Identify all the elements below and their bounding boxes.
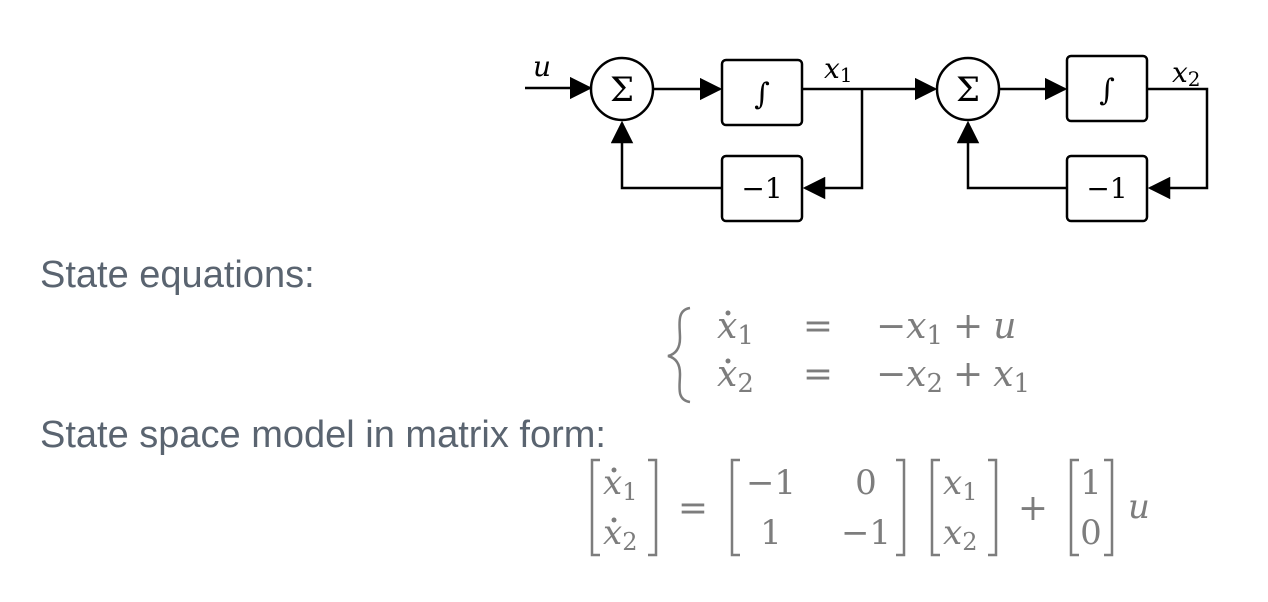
dot-2 [725,358,731,364]
state2-label: x2 [1172,56,1201,91]
dot-1 [725,310,731,316]
bracket [590,458,600,557]
gain-label-2: −1 [1086,172,1127,205]
bracket [896,458,906,557]
bracket [930,458,940,557]
state-equations-heading: State equations: [40,254,315,296]
equals-sign: = [678,488,708,529]
block-diagram: u Σ ∫ −1 x1 Σ ∫ −1 x2 [525,50,1209,223]
svg-text:=: = [803,354,833,395]
svg-text:1: 1 [1080,463,1102,503]
svg-text:x1: x1 [717,306,754,351]
brace [667,306,691,404]
b-vector: 1 0 [1080,463,1102,553]
integrator-symbol-1: ∫ [754,77,770,112]
svg-text:0: 0 [855,463,877,503]
bracket [648,458,658,557]
svg-text:−x2+x1: −x2+x1 [876,354,1030,399]
state1-label: x1 [824,52,853,87]
state-vector: x1 x2 [943,463,977,556]
svg-text:−1: −1 [746,463,796,503]
svg-text:=: = [803,306,833,347]
svg-text:−1: −1 [841,513,891,553]
svg-text:x2: x2 [943,513,977,556]
svg-text:x2: x2 [717,354,754,399]
equation-2: x2 = −x2+x1 [717,354,1030,399]
svg-text:1: 1 [760,513,782,553]
a-matrix: −1 0 1 −1 [746,463,891,553]
integrator-block-1 [720,58,804,127]
feedback-1-return [610,120,722,190]
bracket [1104,458,1114,557]
svg-text:x1: x1 [603,463,637,506]
matrix-form-heading: State space model in matrix form: [40,414,606,456]
bracket [988,458,998,557]
plus-sign: + [1018,488,1048,529]
input-u: u [1128,487,1150,527]
sum-symbol-1: Σ [610,70,634,110]
feedback-2-path [1147,87,1209,200]
feedback-1-path [802,89,864,200]
state-derivative-vector: x1 x2 [603,463,637,556]
sum-symbol-2: Σ [956,70,980,110]
feedback-2-return [956,120,1067,190]
bracket [1069,458,1079,557]
equation-1: x1 = −x1+u [717,306,1016,351]
gain-label-1: −1 [741,172,782,205]
bracket [730,458,740,557]
svg-text:x1: x1 [943,463,977,506]
svg-text:−x1+u: −x1+u [876,306,1016,351]
svg-text:x2: x2 [603,513,637,556]
integrator-symbol-2: ∫ [1099,73,1115,108]
input-label: u [533,50,551,83]
svg-text:0: 0 [1080,513,1102,553]
